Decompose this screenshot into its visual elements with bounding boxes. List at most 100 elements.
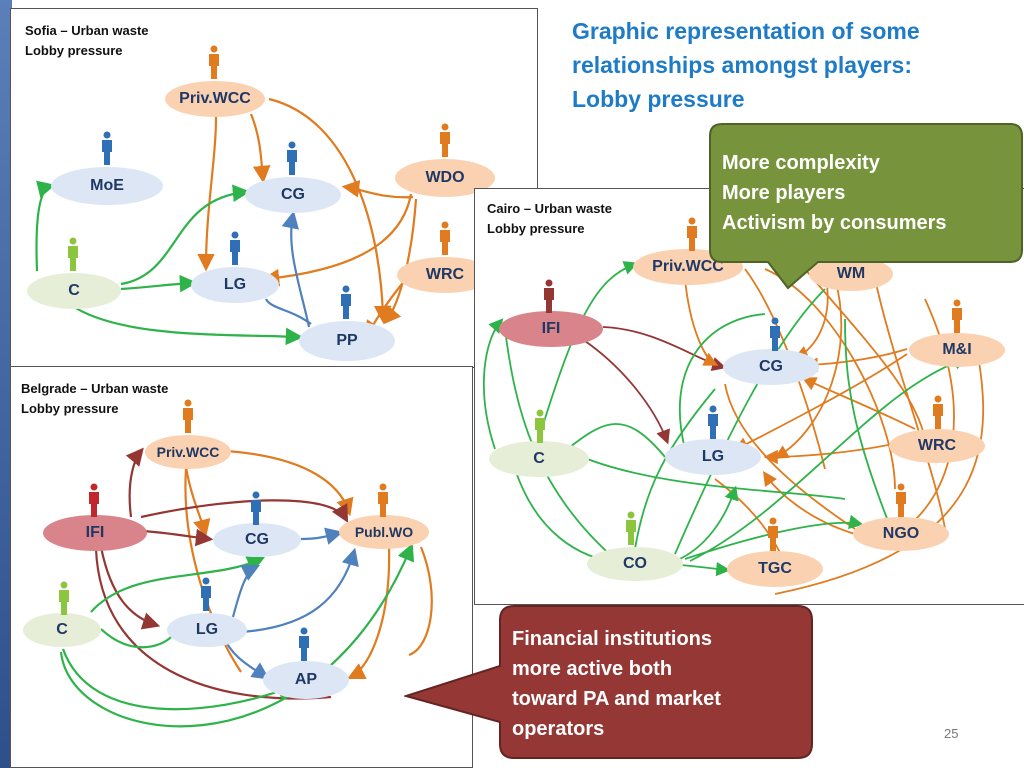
node-label: WRC: [425, 266, 465, 283]
node-label: LG: [701, 448, 725, 465]
sofia-node-lg: LG: [191, 267, 279, 303]
belgrade-subtitle-line: Lobby pressure: [21, 401, 119, 416]
person-icon: [896, 483, 906, 517]
cairo-node-cg: CG: [723, 349, 819, 385]
person-icon: [687, 217, 697, 251]
green-callout-shape: [709, 123, 1023, 290]
green-callout-line-2: More players: [722, 182, 846, 204]
person-icon: [230, 231, 240, 265]
belgrade-node-ap: AP: [263, 661, 349, 699]
sofia-title: Sofia – Urban waste Lobby pressure: [25, 21, 149, 61]
person-icon: [770, 317, 780, 351]
sofia-node-pp: PP: [299, 321, 395, 361]
node-label: AP: [294, 671, 318, 688]
sofia-arrows: [35, 97, 418, 346]
red-callout-line-3: toward PA and market: [512, 688, 721, 710]
person-icon: [708, 405, 718, 439]
node-label: NGO: [882, 525, 920, 542]
cairo-node-m-and-i: M&I: [909, 333, 1005, 367]
person-icon: [341, 285, 351, 319]
person-icon: [544, 279, 554, 313]
person-icon: [59, 581, 69, 615]
person-icon: [209, 45, 219, 79]
green-callout-line-3: Activism by consumers: [722, 212, 947, 234]
sofia-subtitle-line: Lobby pressure: [25, 43, 123, 58]
person-icon: [251, 491, 261, 525]
person-icon: [287, 141, 297, 175]
node-label: LG: [223, 276, 247, 293]
person-icon: [378, 483, 388, 517]
node-label: IFI: [85, 524, 105, 541]
belgrade-diagram-panel: Belgrade – Urban waste Lobby pressure Pr…: [10, 366, 473, 768]
slide-title: Graphic representation of some relations…: [572, 14, 1012, 116]
cairo-node-ifi: IFI: [499, 311, 603, 347]
belgrade-node-cg: CG: [213, 523, 301, 557]
node-label: C: [533, 450, 545, 467]
node-label: CG: [281, 186, 305, 203]
belgrade-title: Belgrade – Urban waste Lobby pressure: [21, 379, 168, 419]
cairo-node-ngo: NGO: [853, 517, 949, 551]
sofia-diagram-panel: Sofia – Urban waste Lobby pressure Priv.…: [10, 8, 538, 368]
person-icon: [440, 221, 450, 255]
node-label: CG: [759, 358, 783, 375]
person-icon: [535, 409, 545, 443]
sofia-node-moe: MoE: [51, 167, 163, 205]
person-icon: [102, 131, 112, 165]
node-label: LG: [195, 621, 219, 638]
belgrade-arrows: [59, 447, 433, 728]
cairo-node-wrc: WRC: [889, 429, 985, 463]
belgrade-node-ifi: IFI: [43, 515, 147, 551]
red-callout-line-2: more active both: [512, 658, 673, 680]
red-callout-line-1: Financial institutions: [512, 628, 713, 650]
node-label: MoE: [90, 177, 124, 194]
page-number: 25: [944, 726, 959, 741]
node-label: C: [56, 621, 68, 638]
red-callout-text: Financial institutions more active both …: [512, 624, 721, 744]
red-callout-line-4: operators: [512, 718, 605, 740]
cairo-node-tgc: TGC: [727, 551, 823, 587]
cairo-subtitle-line: Lobby pressure: [487, 221, 585, 236]
cairo-node-lg: LG: [665, 439, 761, 475]
sofia-node-cg: CG: [245, 177, 341, 213]
belgrade-title-line: Belgrade – Urban waste: [21, 381, 169, 396]
slide-title-line-3: Lobby pressure: [572, 86, 745, 112]
sofia-title-line: Sofia – Urban waste: [25, 23, 149, 38]
person-icon: [933, 395, 943, 429]
node-label: WDO: [425, 169, 465, 186]
slide-title-line-2: relationships amongst players:: [572, 52, 912, 78]
person-icon: [299, 627, 309, 661]
cairo-title: Cairo – Urban waste Lobby pressure: [487, 199, 612, 239]
node-label: IFI: [541, 320, 561, 337]
belgrade-node-priv-wcc: Priv.WCC: [145, 435, 231, 469]
node-label: M&I: [942, 341, 972, 358]
person-icon: [89, 483, 99, 517]
person-icon: [68, 237, 78, 271]
node-label: Priv.WCC: [179, 90, 251, 107]
node-label: PP: [336, 332, 358, 349]
person-icon: [952, 299, 962, 333]
slide-title-line-1: Graphic representation of some: [572, 18, 920, 44]
belgrade-node-lg: LG: [167, 613, 247, 647]
cairo-node-c: C: [489, 441, 589, 477]
sofia-node-c: C: [27, 273, 121, 309]
node-label: CO: [623, 555, 647, 572]
node-label: WRC: [917, 437, 957, 454]
belgrade-node-publ-wo: Publ.WO: [339, 515, 429, 549]
person-icon: [626, 511, 636, 545]
person-icon: [201, 577, 211, 611]
node-label: Priv.WCC: [156, 444, 220, 460]
belgrade-node-c: C: [23, 613, 101, 647]
node-label: C: [68, 282, 80, 299]
person-icon: [183, 399, 193, 433]
node-label: CG: [245, 531, 269, 548]
slide-left-accent-bar: [0, 0, 12, 768]
cairo-node-co: CO: [587, 547, 683, 581]
red-callout-shape: [404, 605, 813, 759]
node-label: Publ.WO: [354, 524, 414, 540]
person-icon: [440, 123, 450, 157]
green-callout-text: More complexity More players Activism by…: [722, 148, 947, 238]
node-label: TGC: [758, 560, 792, 577]
green-callout-line-1: More complexity: [722, 152, 880, 174]
person-icon: [768, 517, 778, 551]
cairo-title-line: Cairo – Urban waste: [487, 201, 612, 216]
